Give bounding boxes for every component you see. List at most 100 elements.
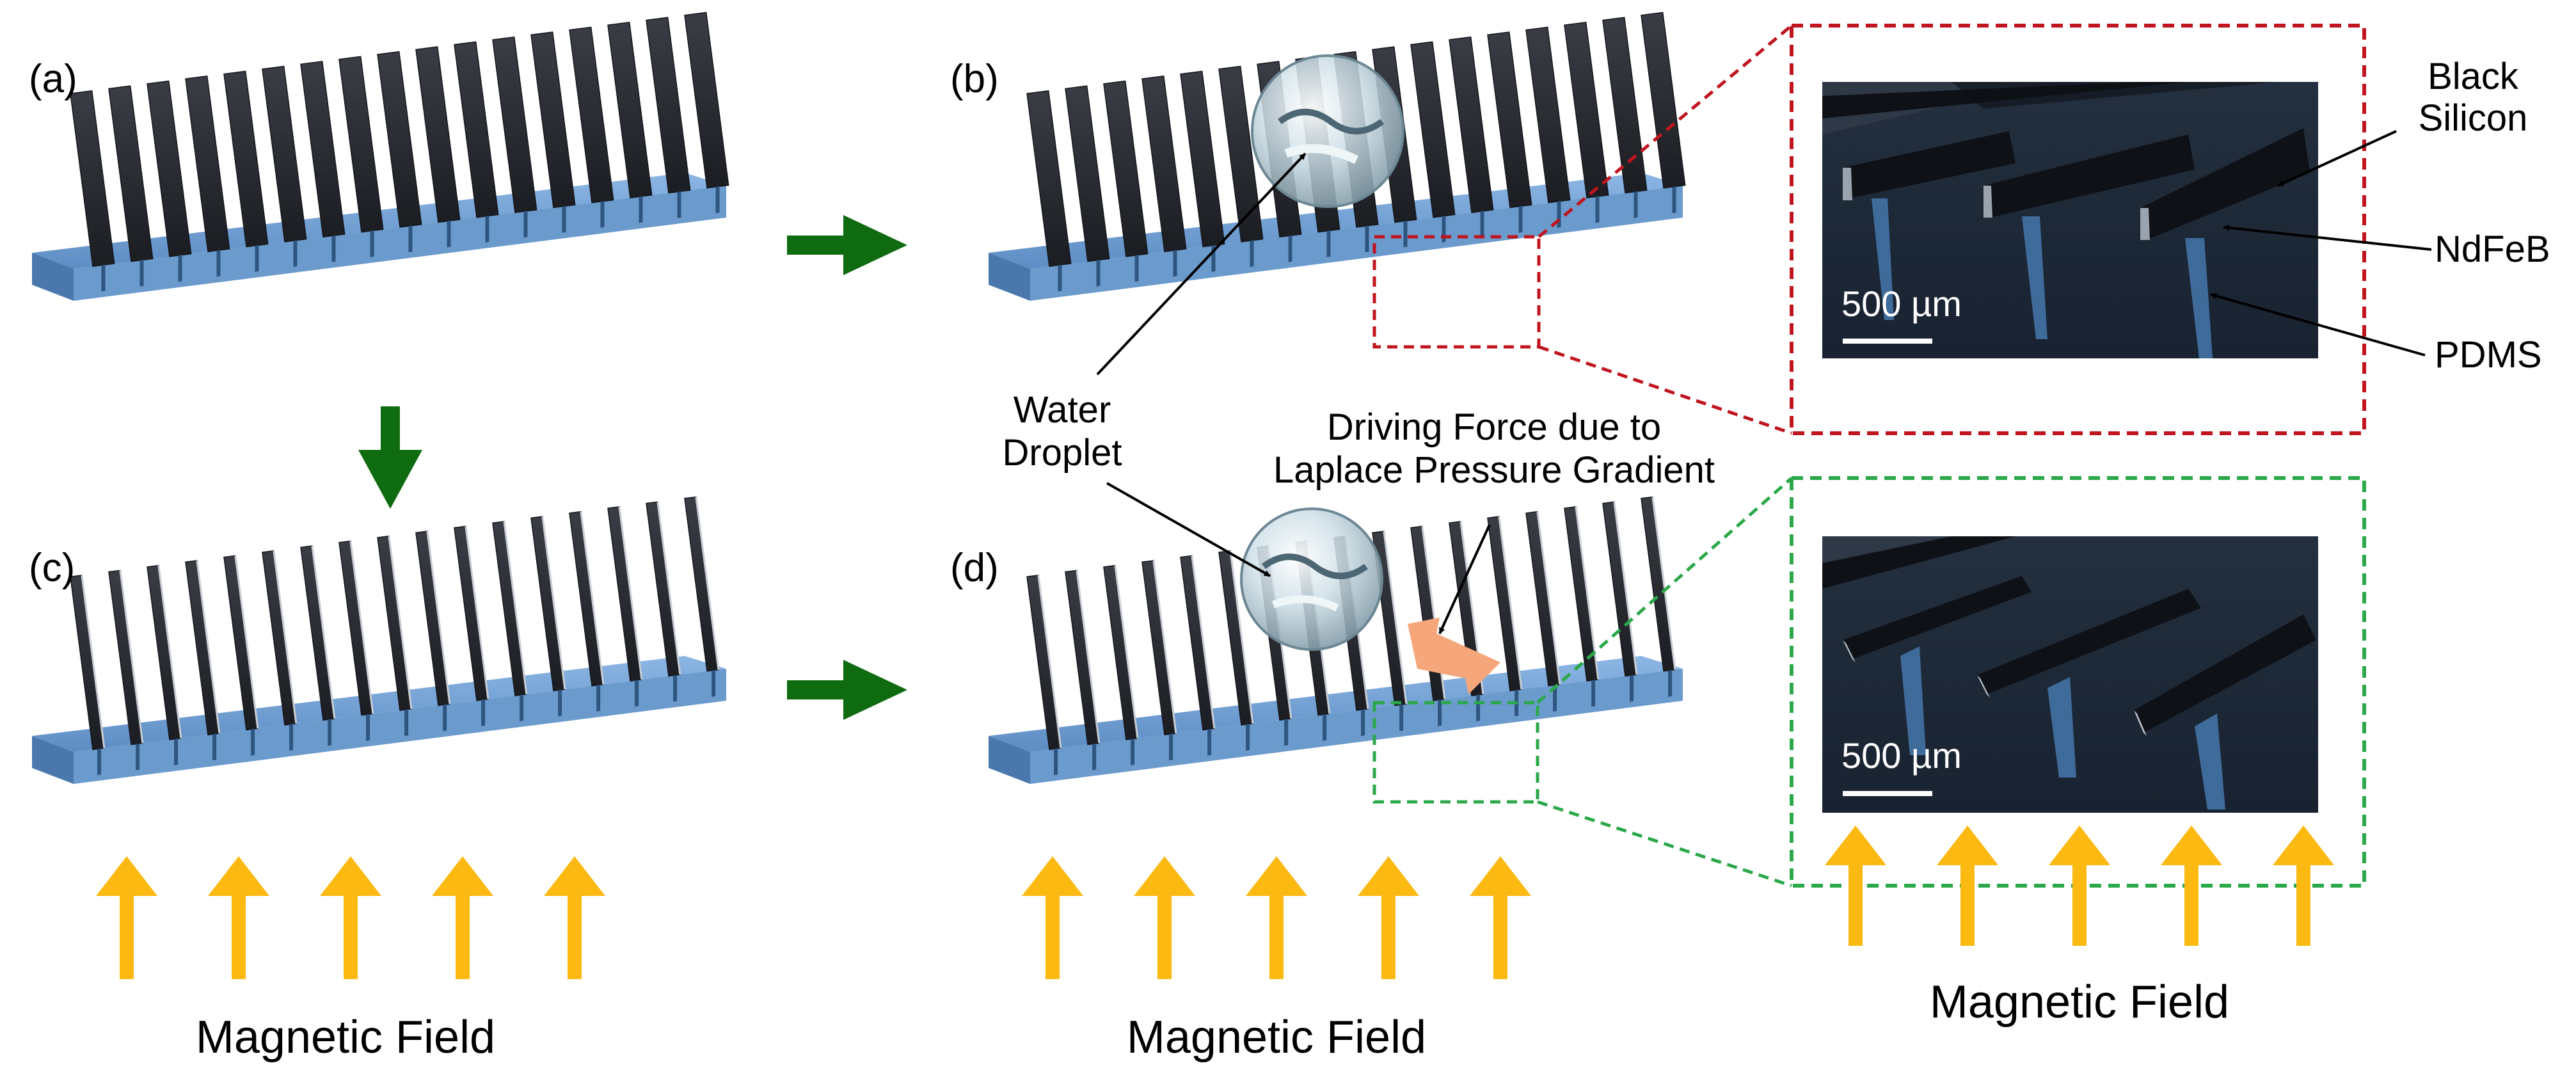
ndfeb-edge: [541, 516, 566, 690]
pdms-wall: [712, 669, 716, 697]
ndfeb-edge: [465, 526, 489, 699]
pdms-wall: [136, 743, 140, 771]
lamella: [492, 520, 527, 696]
zoom-line-red-top: [1538, 24, 1793, 238]
leader-driving-force: [1438, 524, 1491, 634]
pdms-wall: [1365, 225, 1369, 253]
pdms-wall: [404, 709, 409, 737]
lamella: [569, 511, 604, 687]
lamella: [223, 70, 269, 248]
pdms-wall: [1323, 714, 1327, 741]
pdms-wall: [97, 748, 102, 776]
pdms-wall: [1173, 250, 1177, 277]
label-water-droplet-line2: Droplet: [1002, 431, 1122, 474]
process-arrow-a-to-c: [358, 406, 422, 509]
pdms-wall: [1096, 259, 1101, 287]
lamella: [262, 550, 297, 726]
label-ndfeb: NdFeB: [2435, 228, 2550, 270]
leader-ndfeb: [2223, 224, 2432, 251]
pdms-wall: [481, 699, 486, 726]
lamella: [1026, 90, 1072, 268]
label-driving-force: Driving Force due to Laplace Pressure Gr…: [1264, 406, 1724, 491]
leader-black-silicon: [2277, 130, 2397, 187]
water-droplet-d: [1240, 507, 1383, 651]
ndfeb-edge: [1229, 550, 1254, 724]
pdms-wall: [1557, 201, 1561, 228]
ndfeb-edge: [157, 565, 182, 739]
lamella: [1525, 511, 1561, 687]
ndfeb-edge: [196, 560, 221, 734]
ndfeb-edge: [695, 497, 720, 670]
magnetic-field-arrow: [1937, 826, 1998, 946]
pdms-wall: [1438, 699, 1442, 726]
lamella: [185, 76, 230, 253]
lamella: [108, 85, 154, 262]
lamella: [1065, 85, 1110, 262]
pdms-wall: [1284, 719, 1289, 746]
lamella: [1065, 570, 1100, 746]
pdms-wall: [677, 191, 681, 218]
magnetic-field-arrow: [2049, 826, 2110, 946]
pdms-wall: [1518, 205, 1523, 233]
lamella: [223, 555, 258, 731]
lamella: [185, 560, 220, 736]
pdms-wall: [520, 694, 524, 722]
substrate-side: [989, 736, 1030, 784]
lamella: [1487, 31, 1532, 209]
label-black-silicon-line1: Black: [2428, 56, 2518, 97]
label-water-droplet-line1: Water: [1013, 389, 1111, 431]
lamella: [415, 46, 461, 223]
ndfeb-edge: [1114, 565, 1139, 739]
lamella: [300, 545, 335, 721]
pdms-wall: [1169, 733, 1173, 761]
lamella: [1641, 12, 1686, 189]
pdms-wall: [558, 689, 562, 717]
leader-water-droplet-b: [1096, 152, 1307, 376]
magnetic-field-arrow: [320, 856, 381, 979]
label-black-silicon-line2: Silicon: [2418, 97, 2528, 139]
panel-label-a: (a): [29, 57, 77, 101]
substrate-side: [32, 736, 74, 784]
lamella: [1218, 65, 1264, 243]
lamella: [646, 17, 691, 194]
label-driving-force-line1: Driving Force due to: [1326, 406, 1662, 448]
magnetic-field-arrow: [1358, 856, 1419, 979]
magnetic-field-label-left: Magnetic Field: [195, 1012, 496, 1063]
pdms-wall: [331, 235, 336, 262]
magnetic-field-label-middle: Magnetic Field: [1126, 1012, 1427, 1063]
pdms-wall: [1054, 748, 1058, 776]
lamella: [1141, 76, 1187, 253]
pdms-wall: [600, 201, 605, 228]
magnetic-field-arrow: [2161, 826, 2222, 946]
ndfeb-edge: [1152, 560, 1177, 734]
device-c: [32, 496, 726, 784]
pdms-wall: [1092, 743, 1097, 771]
lamellae-group: [70, 496, 720, 776]
lamella: [108, 570, 143, 746]
ndfeb-edge: [81, 575, 106, 749]
lamella: [415, 531, 450, 707]
lamella: [684, 496, 719, 672]
lamella: [1602, 17, 1648, 194]
process-arrow-a-to-b: [787, 215, 907, 275]
label-black-silicon: Black Silicon: [2396, 56, 2550, 140]
zoom-line-green-top: [1536, 477, 1793, 704]
magnetic-field-arrow: [544, 856, 605, 979]
pdms-wall: [562, 205, 566, 233]
lamella: [684, 12, 729, 189]
magnetic-field-label-right: Magnetic Field: [1929, 977, 2230, 1028]
substrate-side: [32, 253, 74, 301]
pdms-wall: [251, 728, 255, 756]
ndfeb-edge: [1536, 511, 1561, 685]
ndfeb-edge: [311, 545, 336, 719]
pdms-wall: [366, 714, 370, 741]
pdms-wall: [1553, 684, 1557, 712]
lamella: [1026, 575, 1061, 751]
ndfeb-edge: [1651, 497, 1676, 670]
zoom-region-d: [1372, 701, 1539, 804]
lamella: [1180, 555, 1215, 731]
pdms-wall: [1131, 739, 1135, 765]
lamella: [1103, 80, 1149, 257]
ndfeb-edge: [119, 570, 144, 744]
